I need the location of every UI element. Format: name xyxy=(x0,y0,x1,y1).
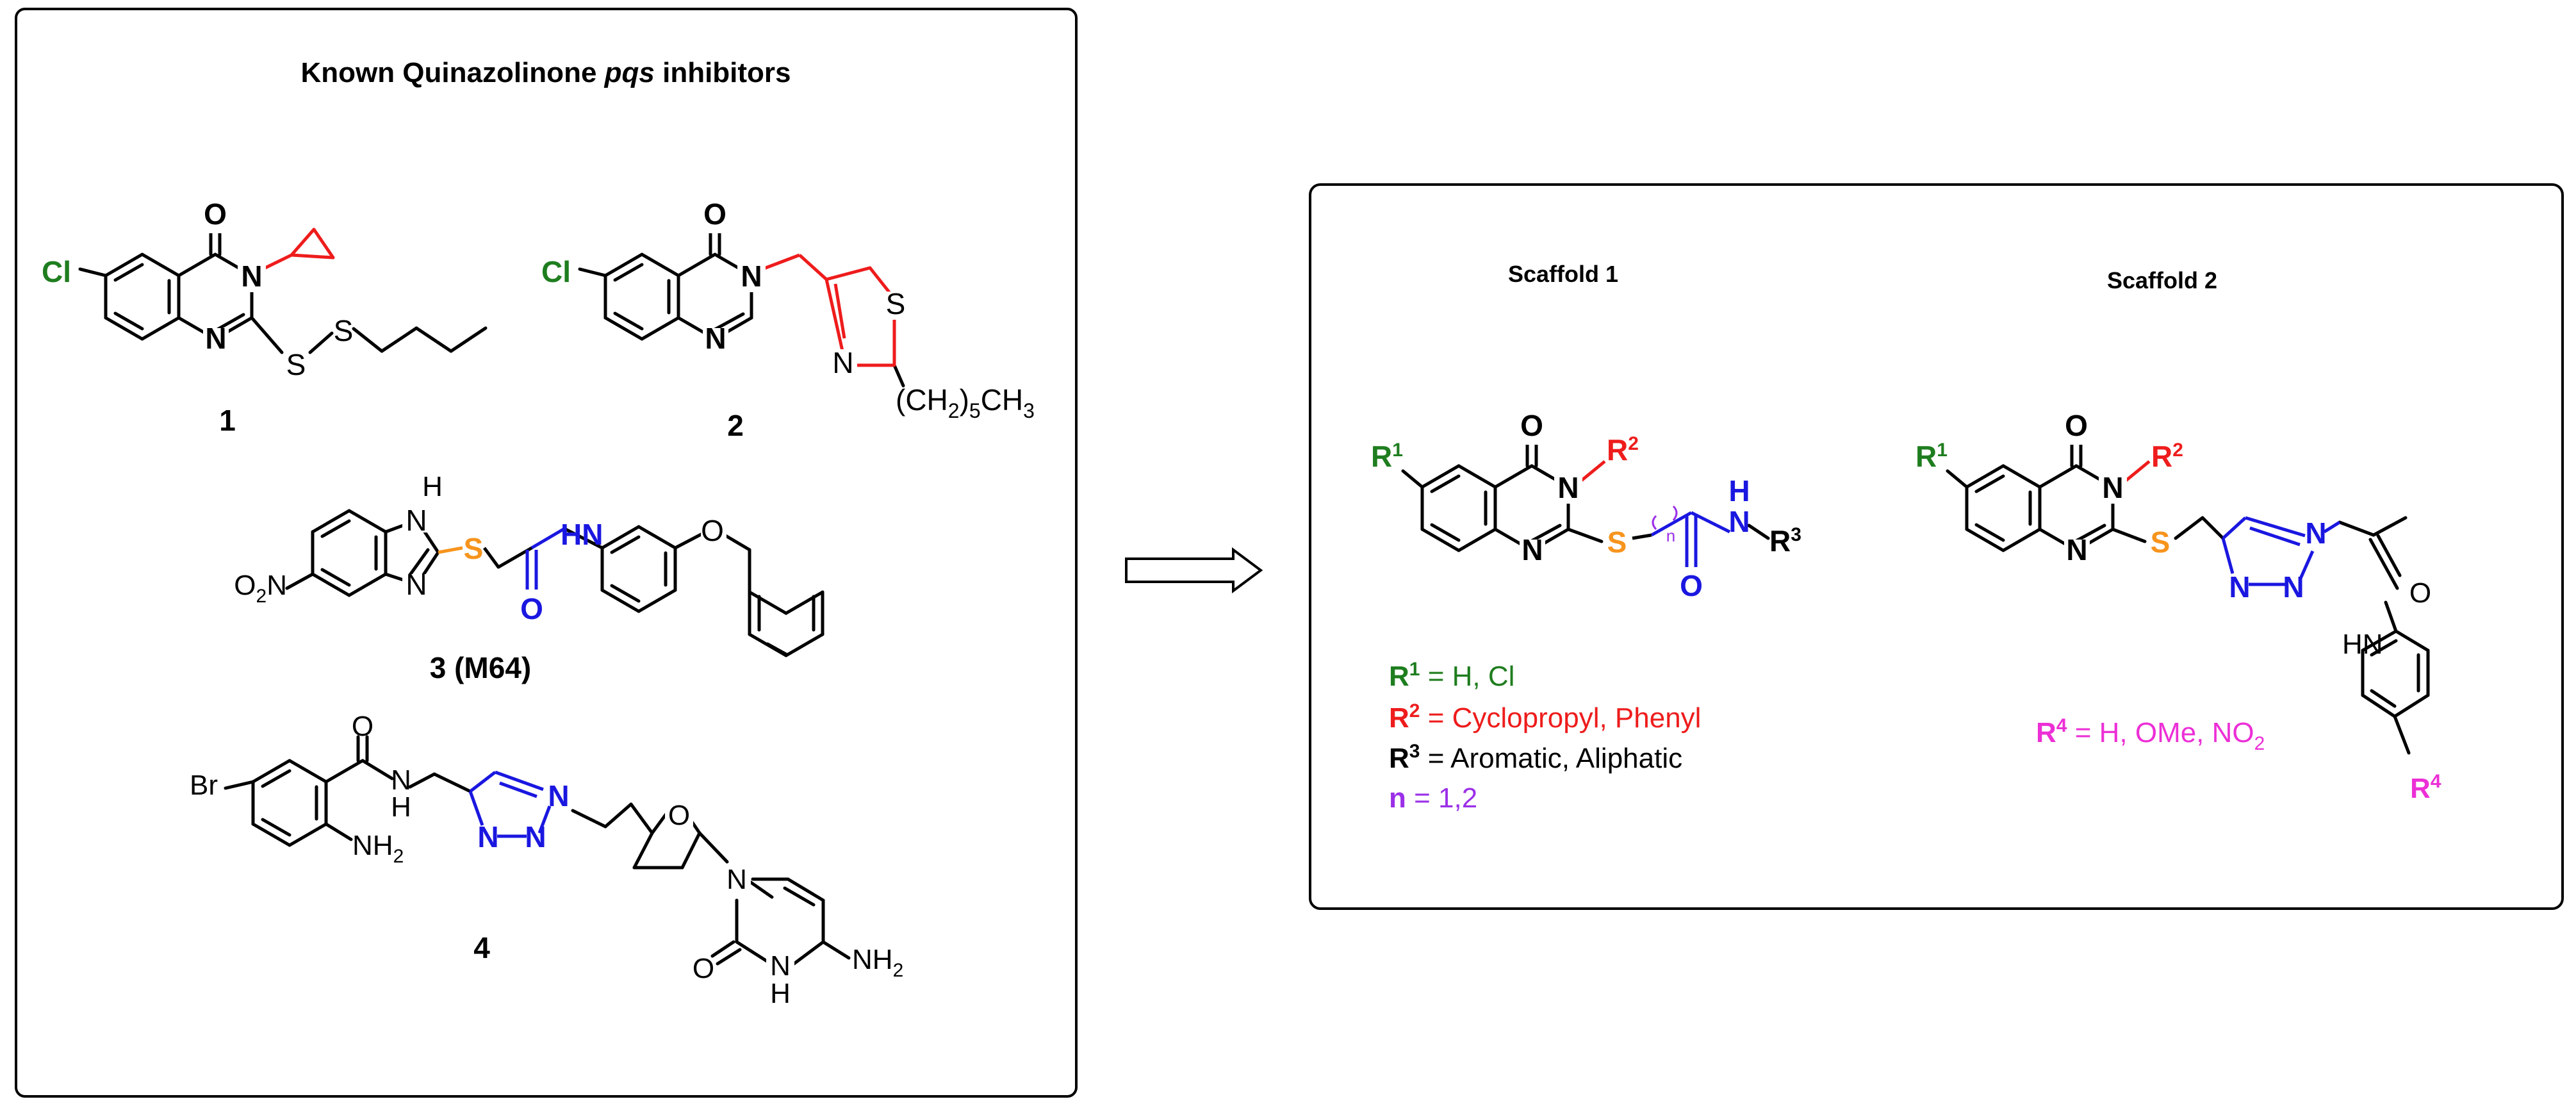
compound-4-label: 4 xyxy=(473,931,490,964)
s1-amide-n: N xyxy=(1728,505,1750,538)
c4-triazole-n2: N xyxy=(525,820,546,854)
c4-amide-h: H xyxy=(391,791,411,823)
c4-amine-nh2: NH2 xyxy=(852,944,903,981)
s1-n1: N xyxy=(1522,533,1543,566)
c4-triazole-n3: N xyxy=(477,820,498,854)
s2-amide-oxygen: O xyxy=(2409,577,2431,609)
c4-pyrimidinone-h: H xyxy=(770,978,791,1009)
legend-r3-line: R3 = Aromatic, Aliphatic xyxy=(1389,741,1682,774)
s1-n3: N xyxy=(1557,471,1579,504)
c4-aniline-nh2: NH2 xyxy=(352,830,404,867)
c4-thf-oxygen: O xyxy=(668,800,690,831)
c3-ether-oxygen: O xyxy=(701,514,724,547)
s1-sulfur: S xyxy=(1607,525,1627,559)
s2-triazole-n1: N xyxy=(2305,516,2326,550)
c2-carbonyl-oxygen: O xyxy=(703,197,726,231)
compound-1-label: 1 xyxy=(219,404,236,437)
s1-r3: R3 xyxy=(1769,524,1801,557)
c3-amide-nh: HN xyxy=(561,518,603,551)
c3-imidazole-n: N xyxy=(406,568,427,601)
c3-sulfur: S xyxy=(464,532,484,565)
c4-amide-n: N xyxy=(391,764,411,796)
s2-sulfur: S xyxy=(2151,525,2170,559)
s2-triazole-n3: N xyxy=(2229,570,2250,604)
c2-chlorine: Cl xyxy=(541,255,571,288)
c3-imidazole-h: H xyxy=(422,471,443,502)
c4-pyrimidinone-nh: N xyxy=(770,950,791,982)
s2-amide-nh: HN xyxy=(2342,629,2383,660)
left-panel-frame xyxy=(15,8,1078,1098)
c1-n1: N xyxy=(205,322,226,355)
c4-pyrimidinone-n: N xyxy=(726,864,747,895)
compound-3-label: 3 (M64) xyxy=(430,651,531,684)
right-panel-frame xyxy=(1309,183,2564,910)
s2-carbonyl-oxygen: O xyxy=(2065,409,2088,442)
scaffold-1-title: Scaffold 1 xyxy=(1508,261,1618,287)
s1-r2: R2 xyxy=(1607,433,1639,466)
compound-1-structure: O N N Cl S S 1 xyxy=(42,197,488,437)
compound-2-label: 2 xyxy=(727,409,744,442)
s1-carbonyl-oxygen: O xyxy=(1520,409,1543,442)
legend-n-line: n = 1,2 xyxy=(1389,782,1477,814)
s2-r2: R2 xyxy=(2151,440,2183,473)
scaffold-2-title: Scaffold 2 xyxy=(2107,267,2217,293)
c2-n1: N xyxy=(705,322,726,355)
c1-sulfur-1: S xyxy=(286,348,306,381)
compound-2-structure: O N N Cl S N (CH2)5CH3 2 xyxy=(541,197,1035,442)
legend-r2-line: R2 = Cyclopropyl, Phenyl xyxy=(1389,700,1701,734)
s1-amide-h: H xyxy=(1728,474,1750,508)
legend-r1-line: R1 = H, Cl xyxy=(1389,659,1514,692)
c4-bromine: Br xyxy=(190,770,218,801)
c2-n3: N xyxy=(741,260,762,293)
c4-pyrimidinone-oxygen: O xyxy=(693,953,714,984)
s1-r1: R1 xyxy=(1371,440,1403,473)
compound-3-structure: H N N O2N S HN O O 3 (M64) xyxy=(234,471,824,684)
hollow-right-arrow-icon xyxy=(1125,547,1263,593)
c1-n3: N xyxy=(241,260,262,293)
s1-amide-oxygen: O xyxy=(1680,569,1703,602)
c1-carbonyl-oxygen: O xyxy=(204,197,227,231)
c3-imidazole-nh: N xyxy=(406,504,427,537)
left-panel-title: Known Quinazolinone pqs inhibitors xyxy=(300,57,791,88)
c2-hexyl-chain: (CH2)5CH3 xyxy=(896,383,1035,422)
compound-4-structure: Br O N H NH2 N N N O N O N H NH2 4 xyxy=(190,711,903,1009)
c2-thiazole-sulfur: S xyxy=(886,287,906,320)
s2-r1: R1 xyxy=(1916,440,1948,473)
c3-nitro-group: O2N xyxy=(234,570,287,607)
scaffold-1-structure: Scaffold 1 xyxy=(1371,261,1801,602)
c4-amide-oxygen: O xyxy=(352,711,373,742)
c4-triazole-n1: N xyxy=(548,779,569,813)
c3-amide-oxygen: O xyxy=(520,592,543,625)
s2-n1: N xyxy=(2066,533,2087,566)
c1-chlorine: Cl xyxy=(42,255,71,288)
c1-sulfur-2: S xyxy=(334,314,354,347)
s2-r4: R4 xyxy=(2410,771,2441,804)
s2-n3: N xyxy=(2102,471,2123,504)
s1-n-subscript: n xyxy=(1666,526,1675,545)
s2-triazole-n2: N xyxy=(2283,570,2304,604)
scaffold-2-structure: Scaffold 2 xyxy=(1916,267,2441,804)
scaffold-1-legend: R1 = H, Cl R2 = Cyclopropyl, Phenyl R3 =… xyxy=(1389,659,1701,814)
c2-thiazole-nitrogen: N xyxy=(832,346,853,379)
legend-r4-line: R4 = H, OMe, NO2 xyxy=(2036,715,2265,754)
